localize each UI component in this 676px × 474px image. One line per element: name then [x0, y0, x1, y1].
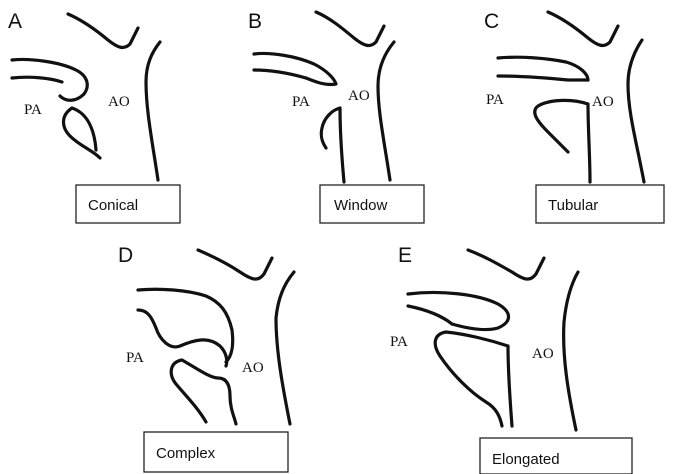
- panel-a-arch-curve: [68, 14, 138, 47]
- panel-d-pa-upper-wall: [138, 289, 233, 362]
- panel-e-letter: E: [398, 244, 412, 267]
- panel-b-aorta-wall: [378, 42, 394, 180]
- panel-c-aorta-wall: [628, 40, 644, 182]
- panel-c-caption: Tubular: [548, 197, 598, 214]
- panel-c-pa-lower-wall: [498, 76, 588, 80]
- panel-d-letter: D: [118, 244, 133, 267]
- panel-e-arch-curve: [468, 250, 544, 279]
- panel-d-pa-lower-wall: [138, 310, 227, 366]
- panel-d-ductus: [171, 360, 236, 424]
- panel-d-arch-curve: [198, 250, 272, 279]
- panel-e: E PA AO Elongated: [390, 244, 632, 474]
- panel-c-arch-curve: [548, 12, 618, 45]
- panel-e-caption: Elongated: [492, 451, 560, 468]
- panel-c-letter: C: [484, 10, 499, 33]
- panel-a-ao-label: AO: [108, 94, 130, 110]
- panel-c-ductus: [535, 100, 590, 182]
- panel-e-pa-lower-wall: [408, 306, 452, 324]
- panel-d-ao-label: AO: [242, 360, 264, 376]
- panel-e-aorta-wall: [564, 272, 578, 430]
- panel-e-ao-label: AO: [532, 346, 554, 362]
- panel-a-pa-label: PA: [24, 102, 42, 118]
- panel-e-pa-label: PA: [390, 334, 408, 350]
- panel-a-caption: Conical: [88, 197, 138, 214]
- panel-b-arch-curve: [316, 12, 384, 45]
- panel-b: B PA AO Window: [248, 10, 424, 223]
- panel-a-pa-lower-wall: [12, 77, 62, 82]
- panel-b-ductus: [321, 108, 344, 182]
- panel-d-pa-label: PA: [126, 350, 144, 366]
- panel-a-letter: A: [8, 10, 22, 33]
- panel-c: C PA AO Tubular: [484, 10, 664, 223]
- panel-a-ductus: [64, 108, 101, 158]
- panel-b-caption: Window: [334, 197, 388, 214]
- panel-b-letter: B: [248, 10, 262, 33]
- panel-a: A PA AO Conical: [8, 10, 180, 223]
- panel-c-ao-label: AO: [592, 94, 614, 110]
- panel-d: D PA AO Complex: [118, 244, 294, 472]
- panel-d-caption: Complex: [156, 445, 216, 462]
- panel-d-aorta-wall: [276, 272, 294, 424]
- panel-b-pa-label: PA: [292, 94, 310, 110]
- panel-a-aorta-wall: [146, 42, 160, 180]
- panel-c-pa-label: PA: [486, 92, 504, 108]
- panel-e-ductus: [435, 332, 512, 426]
- panel-b-ao-label: AO: [348, 88, 370, 104]
- panel-b-pa-lower-wall: [254, 70, 306, 78]
